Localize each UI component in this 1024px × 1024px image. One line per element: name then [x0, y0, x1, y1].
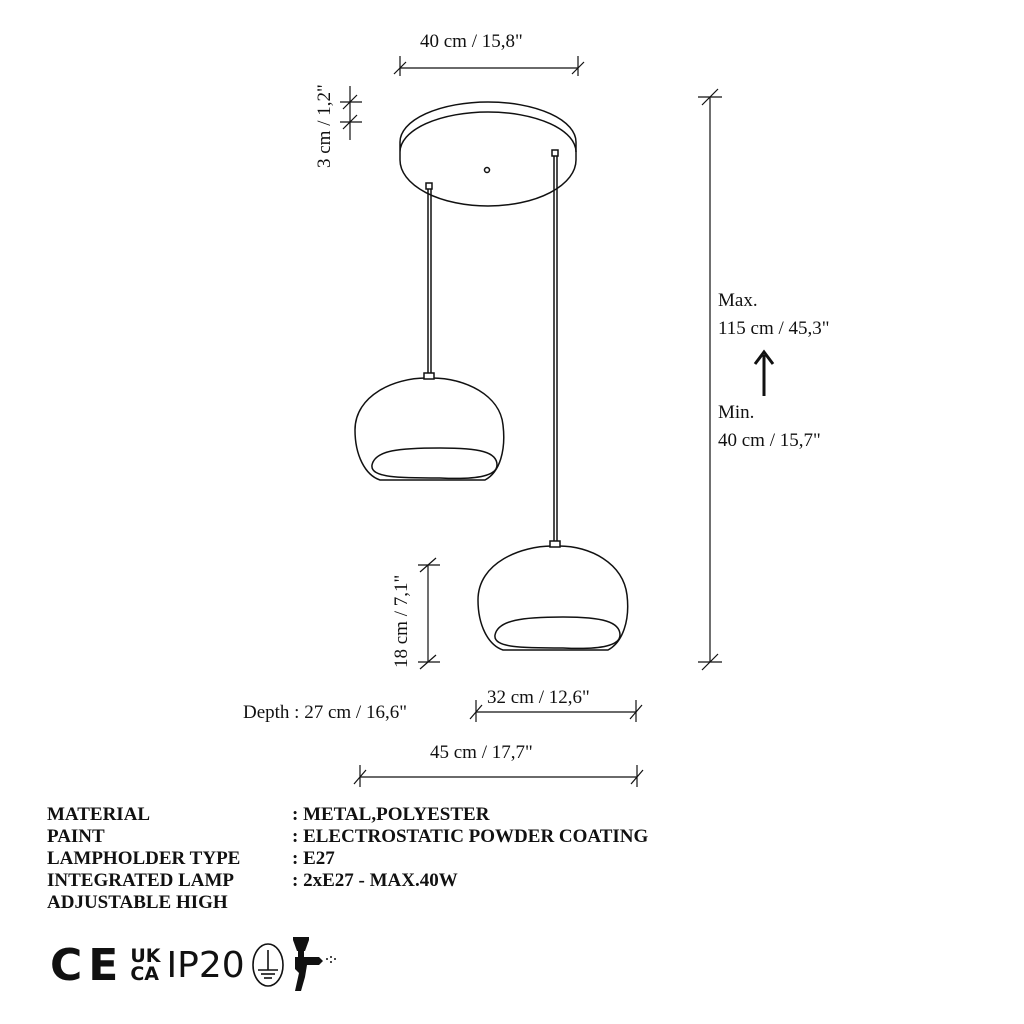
- spec-row: LAMPHOLDER TYPE: E27: [47, 848, 335, 869]
- ip-rating: IP20: [166, 944, 245, 986]
- ukca-bottom: CA: [130, 963, 160, 985]
- spec-row: MATERIAL: METAL,POLYESTER: [47, 804, 490, 825]
- dimension-lines: [340, 56, 722, 787]
- spec-row: ADJUSTABLE HIGH: [47, 892, 228, 913]
- min-label: Min.: [718, 402, 754, 423]
- canopy-height-label: 3 cm / 1,2": [314, 84, 335, 168]
- arrow-up-icon: [753, 349, 775, 396]
- certification-marks: CE UK CA IP20: [50, 937, 341, 991]
- shade-width-label: 32 cm / 12,6": [487, 687, 590, 708]
- shade-height-label: 18 cm / 7,1": [391, 575, 412, 668]
- pendant-shade-left: [354, 372, 505, 481]
- ground-earth-icon: [251, 943, 284, 987]
- pendant-shade-right: [477, 540, 629, 651]
- depth-label: Depth : 27 cm / 16,6": [243, 702, 407, 723]
- max-height-label: 115 cm / 45,3": [718, 318, 830, 339]
- ukca-top: UK: [130, 945, 161, 967]
- ce-mark: CE: [50, 939, 125, 991]
- ukca-mark: UK CA: [130, 945, 161, 985]
- spec-row: PAINT: ELECTROSTATIC POWDER COATING: [47, 826, 649, 847]
- spray-gun-icon: [292, 937, 336, 991]
- max-label: Max.: [718, 290, 758, 311]
- total-width-label: 45 cm / 17,7": [430, 742, 533, 763]
- min-height-label: 40 cm / 15,7": [718, 430, 821, 451]
- spec-row: INTEGRATED LAMP: 2xE27 - MAX.40W: [47, 870, 458, 891]
- canopy-width-label: 40 cm / 15,8": [420, 31, 523, 52]
- canopy: [399, 101, 577, 207]
